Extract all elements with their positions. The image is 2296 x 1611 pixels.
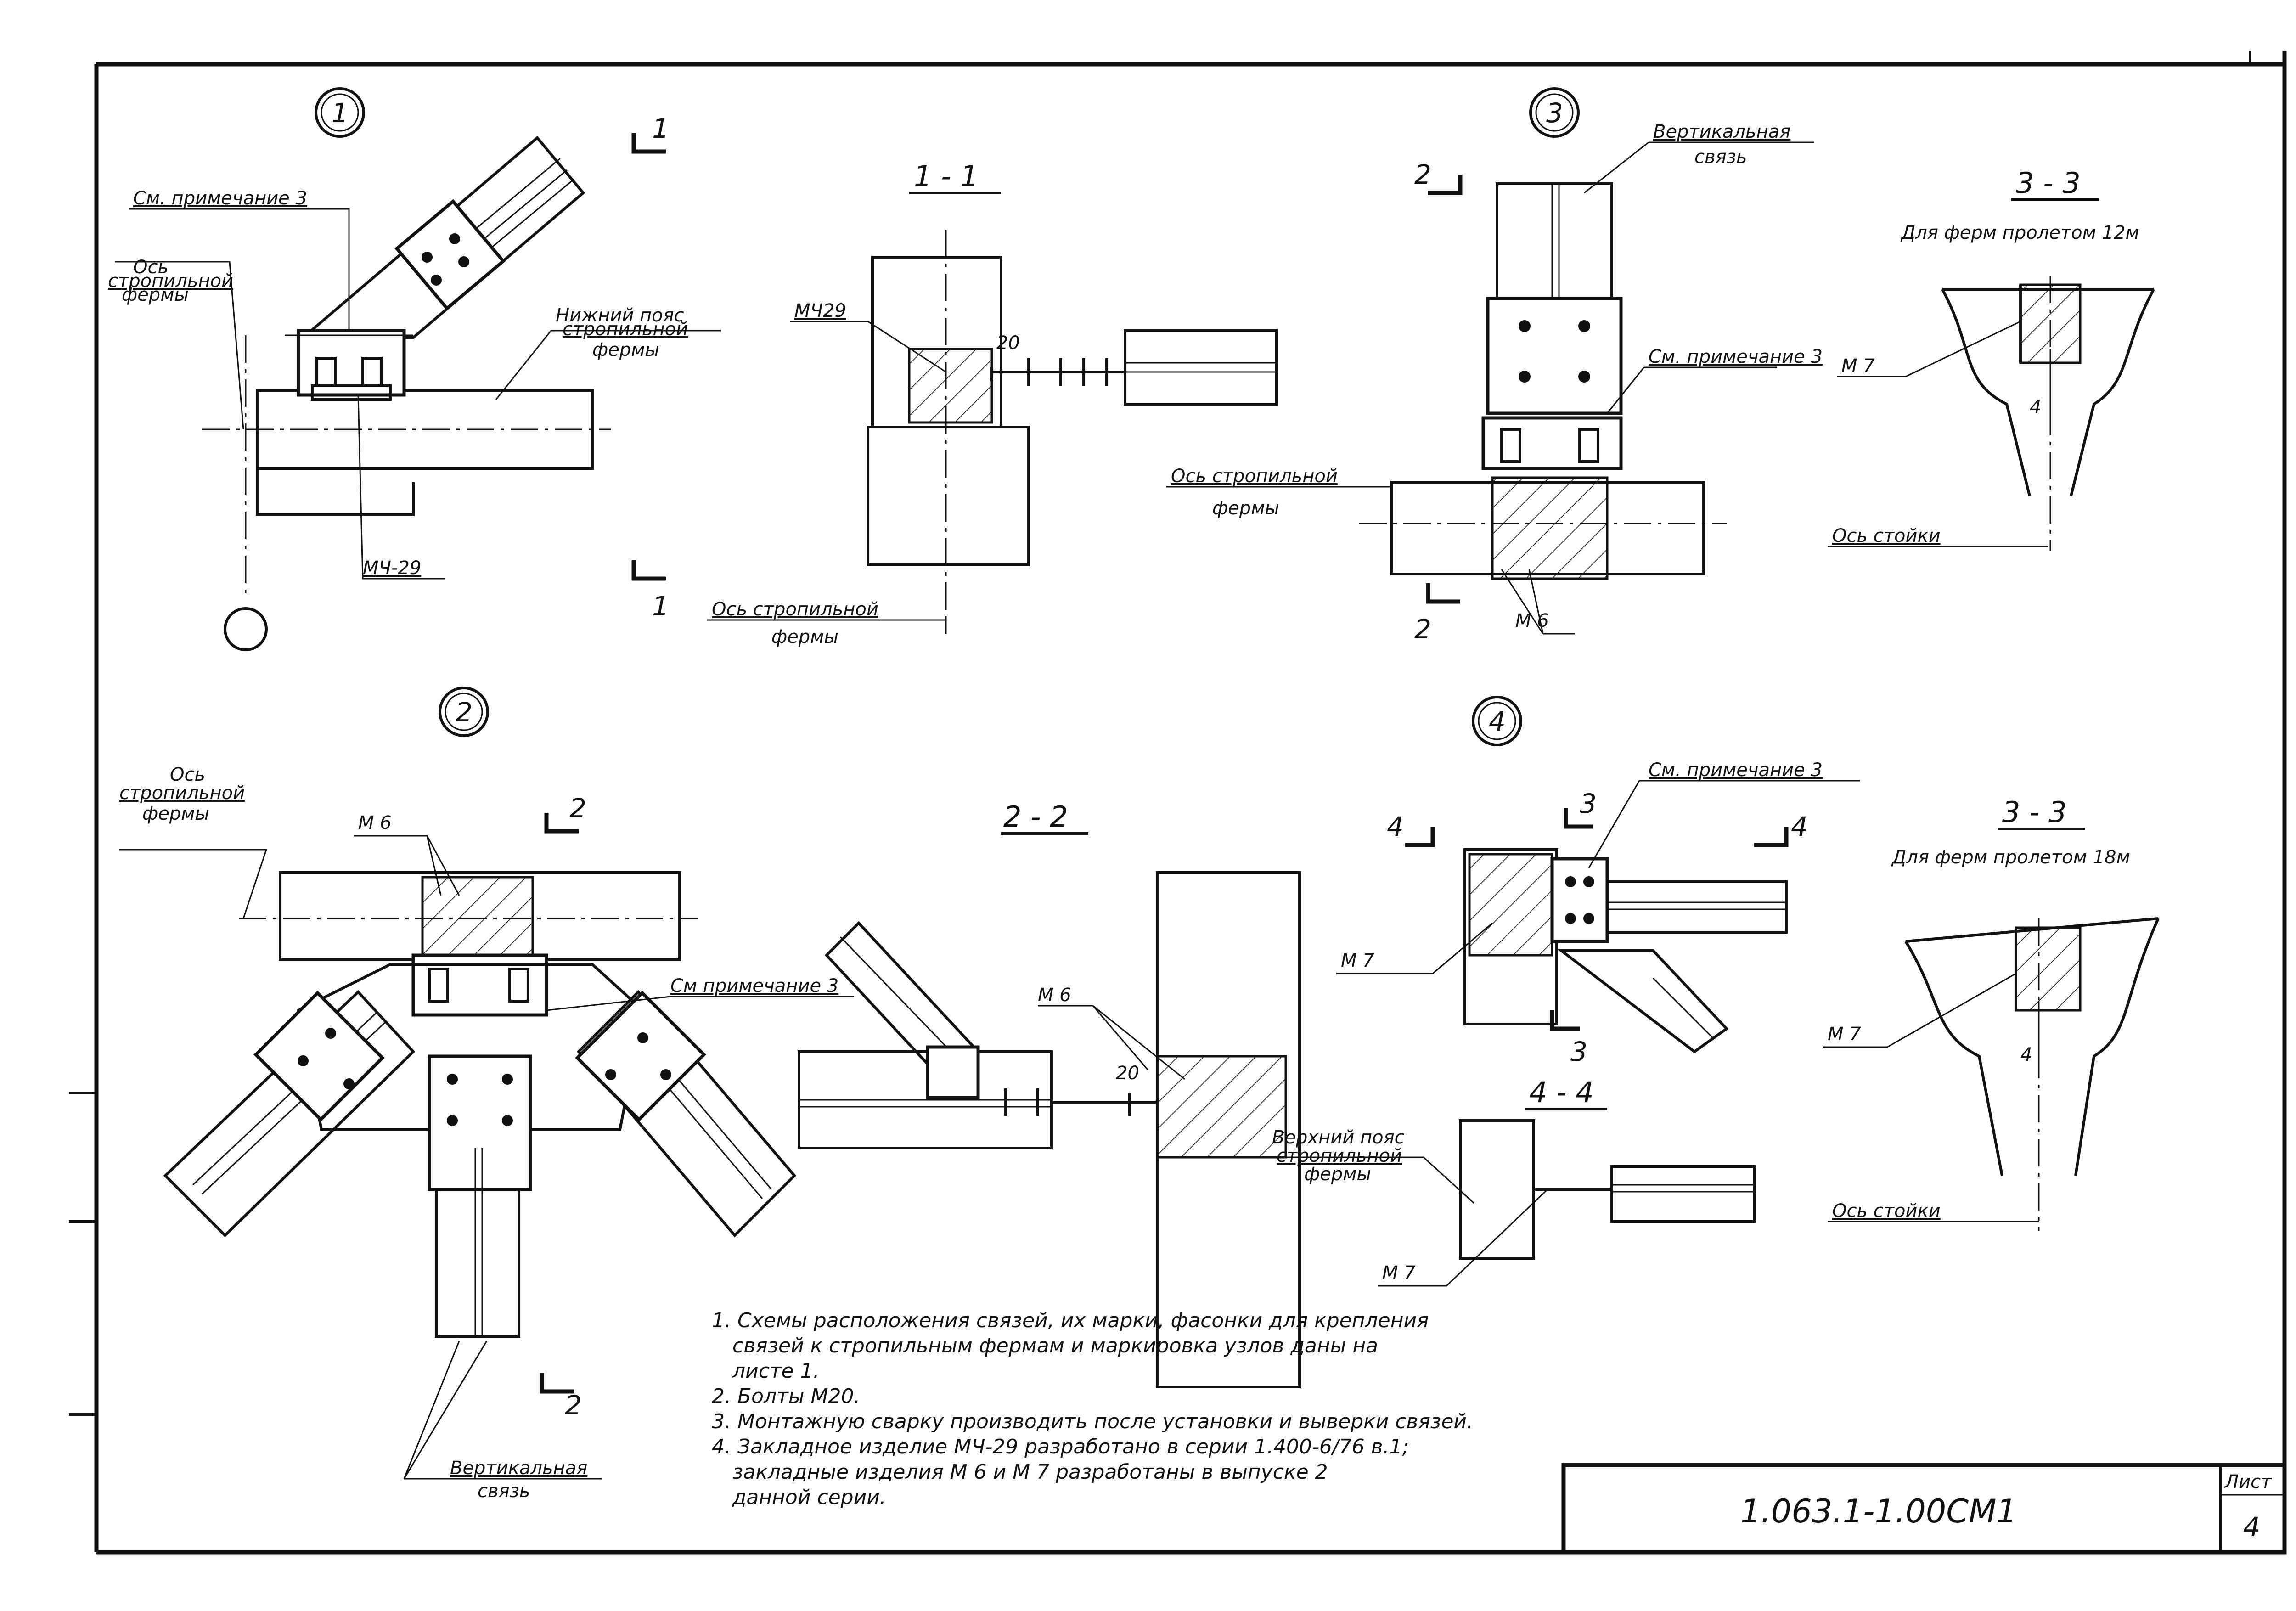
svg-text:М 7: М 7 <box>1828 1024 1861 1045</box>
svg-text:2: 2 <box>1414 159 1431 190</box>
svg-text:фермы: фермы <box>1212 498 1279 519</box>
svg-text:См примечание 3: См примечание 3 <box>670 975 838 997</box>
callout-2: 2 <box>439 687 489 737</box>
sheet-label: Лист <box>2224 1471 2272 1493</box>
svg-text:стропильной: стропильной <box>119 783 245 804</box>
svg-text:См. примечание 3: См. примечание 3 <box>1649 346 1823 367</box>
svg-text:2: 2 <box>456 697 473 728</box>
note-line-5: 3. Монтажную сварку производить после ус… <box>712 1410 1473 1433</box>
svg-text:М 6: М 6 <box>1038 985 1071 1006</box>
svg-text:МЧ-29: МЧ-29 <box>363 558 421 579</box>
note-line-3: листе 1. <box>732 1359 820 1383</box>
svg-text:связь: связь <box>478 1481 530 1502</box>
section-2-2: 2 - 2 20 М 6 <box>798 800 1301 1388</box>
drawing-code: 1.063.1-1.00СМ1 <box>1740 1493 2017 1530</box>
note-line-7: закладные изделия М 6 и М 7 разработаны … <box>732 1460 1328 1484</box>
svg-text:Вертикальная: Вертикальная <box>450 1458 587 1479</box>
sheet-number: 4 <box>2243 1511 2260 1543</box>
section-1-1-title: 1 - 1 <box>914 159 979 193</box>
svg-text:4: 4 <box>1791 811 1808 842</box>
svg-text:связь: связь <box>1694 146 1747 168</box>
svg-text:МЧ29: МЧ29 <box>794 300 846 321</box>
svg-text:Для ферм пролетом 18м: Для ферм пролетом 18м <box>1891 847 2130 868</box>
section-3-3-title-b: 3 - 3 <box>2002 795 2067 829</box>
section-3-3-span12: 3 - 3 Для ферм пролетом 12м 4 М 7 Ось ст… <box>1828 166 2155 551</box>
axis-marker <box>224 607 268 651</box>
section-3-3-span18: 3 - 3 Для ферм пролетом 18м 4 М 7 Ось ст… <box>1823 795 2160 1231</box>
svg-text:Вертикальная: Вертикальная <box>1653 121 1790 142</box>
svg-text:стропильной: стропильной <box>108 270 233 292</box>
callout-3: 3 <box>1529 87 1580 138</box>
svg-text:Ось: Ось <box>133 257 169 278</box>
svg-text:20: 20 <box>996 332 1020 354</box>
svg-text:стропильной: стропильной <box>1277 1145 1402 1166</box>
svg-text:2: 2 <box>565 1390 582 1421</box>
note-line-6: 4. Закладное изделие МЧ-29 разработано в… <box>712 1435 1409 1459</box>
svg-text:М 7: М 7 <box>1382 1262 1416 1284</box>
svg-text:Верхний пояс: Верхний пояс <box>1272 1127 1405 1148</box>
callout-1: 1 <box>315 87 365 138</box>
svg-text:4: 4 <box>2030 397 2041 418</box>
svg-text:Ось стропильной: Ось стропильной <box>1171 466 1338 487</box>
svg-text:Ось: Ось <box>170 764 205 785</box>
detail-4: 4 См. примечание 3 М 7 4 4 3 3 <box>1336 696 1860 1067</box>
svg-text:фермы: фермы <box>771 626 838 648</box>
svg-text:Для ферм пролетом 12м: Для ферм пролетом 12м <box>1900 222 2139 243</box>
svg-text:стропильной: стропильной <box>563 319 688 340</box>
section-3-3-title-a: 3 - 3 <box>2016 166 2081 200</box>
section-4-4-title: 4 - 4 <box>1529 1076 1594 1109</box>
svg-text:20: 20 <box>1116 1063 1139 1084</box>
svg-text:фермы: фермы <box>592 339 659 361</box>
svg-text:3: 3 <box>1546 97 1563 129</box>
svg-text:фермы: фермы <box>122 284 189 305</box>
detail-2: 2 Ось стропи <box>119 687 854 1502</box>
svg-text:4: 4 <box>1387 811 1404 842</box>
svg-text:М 6: М 6 <box>1515 610 1549 631</box>
svg-text:3: 3 <box>1570 1036 1587 1067</box>
svg-text:1: 1 <box>652 113 669 144</box>
svg-text:М 6: М 6 <box>358 812 392 834</box>
svg-text:2: 2 <box>569 793 586 824</box>
note-line-8: данной серии. <box>732 1486 886 1509</box>
note-line-1: 1. Схемы расположения связей, их марки, … <box>712 1309 1429 1332</box>
svg-text:1: 1 <box>652 591 669 622</box>
svg-text:М 7: М 7 <box>1841 355 1875 377</box>
svg-text:Ось стойки: Ось стойки <box>1832 1200 1941 1222</box>
svg-text:фермы: фермы <box>1304 1164 1371 1185</box>
note-line-2: связей к стропильным фермам и маркировка… <box>732 1334 1378 1358</box>
see-note-3-label: См. примечание 3 <box>133 188 307 209</box>
callout-4: 4 <box>1472 696 1522 746</box>
svg-text:3: 3 <box>1580 788 1597 819</box>
svg-text:См. примечание 3: См. примечание 3 <box>1649 760 1823 781</box>
section-1-1: 1 - 1 20 МЧ29 Ось стропильной фермы <box>707 159 1278 648</box>
svg-text:4: 4 <box>1489 706 1506 737</box>
note-line-4: 2. Болты М20. <box>712 1385 861 1408</box>
svg-text:Нижний пояс: Нижний пояс <box>556 305 684 326</box>
detail-1: 1 См. примечание 3 Ось стропильной фермы <box>108 87 721 651</box>
section-2-2-title: 2 - 2 <box>1003 800 1068 834</box>
notes-block: 1. Схемы расположения связей, их марки, … <box>712 1309 1473 1509</box>
title-block: 1.063.1-1.00СМ1 Лист 4 <box>1561 1463 2287 1555</box>
svg-text:Ось стропильной: Ось стропильной <box>712 599 878 620</box>
svg-text:М 7: М 7 <box>1341 950 1374 971</box>
detail-3: 3 Вертикальная связь См. примечание 3 Ос… <box>1166 87 1823 645</box>
svg-text:Ось стойки: Ось стойки <box>1832 525 1941 546</box>
svg-text:2: 2 <box>1414 614 1431 645</box>
svg-text:фермы: фермы <box>142 803 209 824</box>
svg-text:1: 1 <box>332 97 349 129</box>
svg-text:4: 4 <box>2020 1044 2032 1065</box>
section-4-4: 4 - 4 Верхний пояс стропильной фермы М 7 <box>1272 1076 1756 1287</box>
